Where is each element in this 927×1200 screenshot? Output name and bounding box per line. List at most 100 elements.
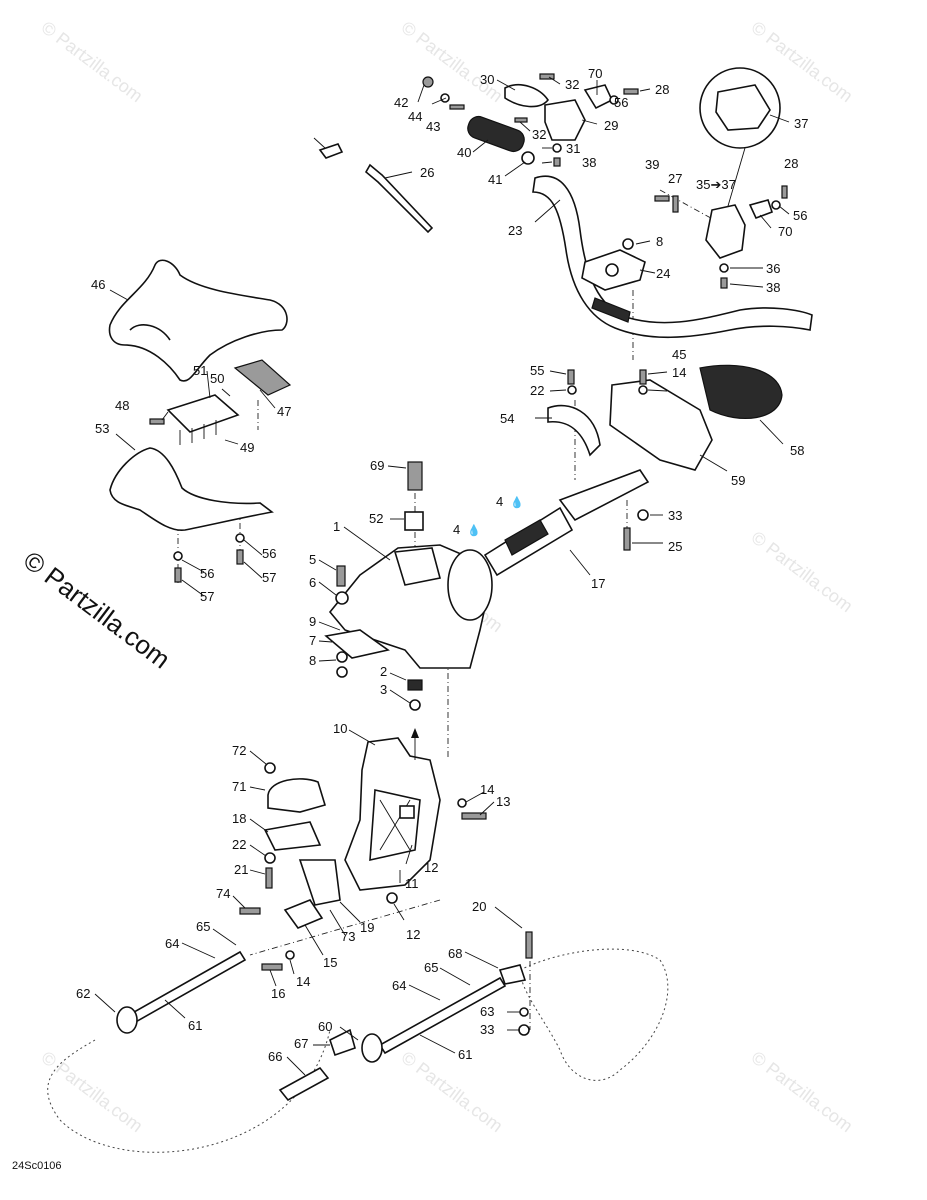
pin-27 (672, 195, 679, 213)
screw-39 (654, 195, 670, 202)
leader-lines (94, 76, 790, 1076)
housing-top (393, 547, 441, 586)
lever-19 (298, 859, 341, 906)
plate-7 (324, 629, 390, 659)
callout-1: 1 (333, 519, 340, 534)
clip-67 (329, 1028, 356, 1057)
nut-8 (336, 666, 348, 678)
arrow-up (411, 728, 419, 760)
washer-56 (771, 200, 781, 210)
callout-22: 22 (530, 383, 544, 398)
callout-37: 37 (794, 116, 808, 131)
screw-16 (261, 963, 283, 971)
washer-56 (609, 95, 619, 105)
callout-59: 59 (731, 473, 745, 488)
callout-60: 60 (318, 1019, 332, 1034)
callout-25: 25 (668, 539, 682, 554)
cable-path (47, 1029, 331, 1153)
callout-4: 4 (496, 494, 503, 509)
throttle-parts (422, 76, 614, 165)
clamp-71 (267, 778, 327, 813)
nut-12 (386, 892, 398, 904)
screw-45 (639, 369, 647, 385)
nut-3 (409, 699, 421, 711)
bolt-5 (336, 565, 346, 587)
handlebar-grip-knurl (591, 297, 631, 323)
screw-38 (720, 277, 728, 289)
support-bar-49 (166, 394, 240, 433)
watermark-tile: © Partzilla.com (748, 527, 857, 616)
oil-drop-icon: 💧 (467, 524, 481, 537)
washer-63 (519, 1007, 529, 1017)
callout-68: 68 (448, 946, 462, 961)
left-hardware (149, 418, 245, 583)
callout-6: 6 (309, 575, 316, 590)
switch-assembly (699, 67, 781, 259)
cable-outer (118, 950, 247, 1030)
grip (467, 115, 525, 153)
washer-36 (719, 263, 729, 273)
washer-6 (335, 591, 349, 605)
throttle-bracket (583, 84, 614, 110)
washer-14 (638, 385, 648, 395)
cable-adjuster (318, 143, 434, 234)
washer (235, 533, 245, 543)
housing-bolts (324, 565, 390, 678)
callout-8: 8 (656, 234, 663, 249)
bolt-21 (265, 867, 273, 889)
throttle-lever (504, 84, 549, 108)
cover-53 (109, 447, 274, 531)
callout-45: 45 (672, 347, 686, 362)
callout-2: 2 (380, 664, 387, 679)
shaft-splines (504, 519, 549, 556)
callout-11: 11 (405, 876, 419, 891)
ball-joint-68 (498, 964, 527, 985)
block (399, 805, 415, 819)
cover-54 (547, 404, 601, 457)
screw-32 (514, 117, 528, 123)
callout-52: 52 (369, 511, 383, 526)
nut-8 (622, 238, 634, 250)
callout-74: 74 (216, 886, 230, 901)
callout-26: 26 (420, 165, 434, 180)
callout-12: 12 (424, 860, 438, 875)
callout-30: 30 (480, 72, 494, 87)
callout-71: 71 (232, 779, 246, 794)
end-plug (521, 151, 535, 165)
screw-28 (781, 185, 788, 199)
callout-69: 69 (370, 458, 384, 473)
nozzle-outline (519, 948, 669, 1081)
nut-33 (518, 1024, 530, 1036)
callout-28: 28 (784, 156, 798, 171)
jet-nozzle (498, 931, 669, 1081)
housing-boss (447, 549, 493, 621)
bolt-25 (623, 527, 631, 551)
sleeve-66 (278, 1066, 330, 1102)
callout-5: 5 (309, 552, 316, 567)
watermark-tile: © Partzilla.com (38, 17, 147, 106)
bolt (422, 76, 434, 88)
washer (173, 551, 183, 561)
callout-53: 53 (95, 421, 109, 436)
throttle-housing (544, 99, 586, 141)
switch-housing (705, 204, 746, 259)
callout-50: 50 (210, 371, 224, 386)
gauge-support (166, 359, 292, 445)
handlebar-assembly (532, 175, 813, 339)
bushing-52 (404, 511, 424, 531)
callout-39: 39 (645, 157, 659, 172)
callout-51: 51 (193, 363, 207, 378)
callout-67: 67 (294, 1036, 308, 1051)
callout-24: 24 (656, 266, 670, 281)
callout-70: 70 (588, 66, 602, 81)
oil-drop-icon: 💧 (510, 496, 524, 509)
cover-59 (609, 379, 713, 471)
washer-14 (285, 950, 295, 960)
callout-28: 28 (655, 82, 669, 97)
callout-56: 56 (793, 208, 807, 223)
cover-inner (129, 324, 171, 341)
nut-31 (552, 143, 562, 153)
callout-16: 16 (271, 986, 285, 1001)
screw-32 (539, 73, 555, 80)
